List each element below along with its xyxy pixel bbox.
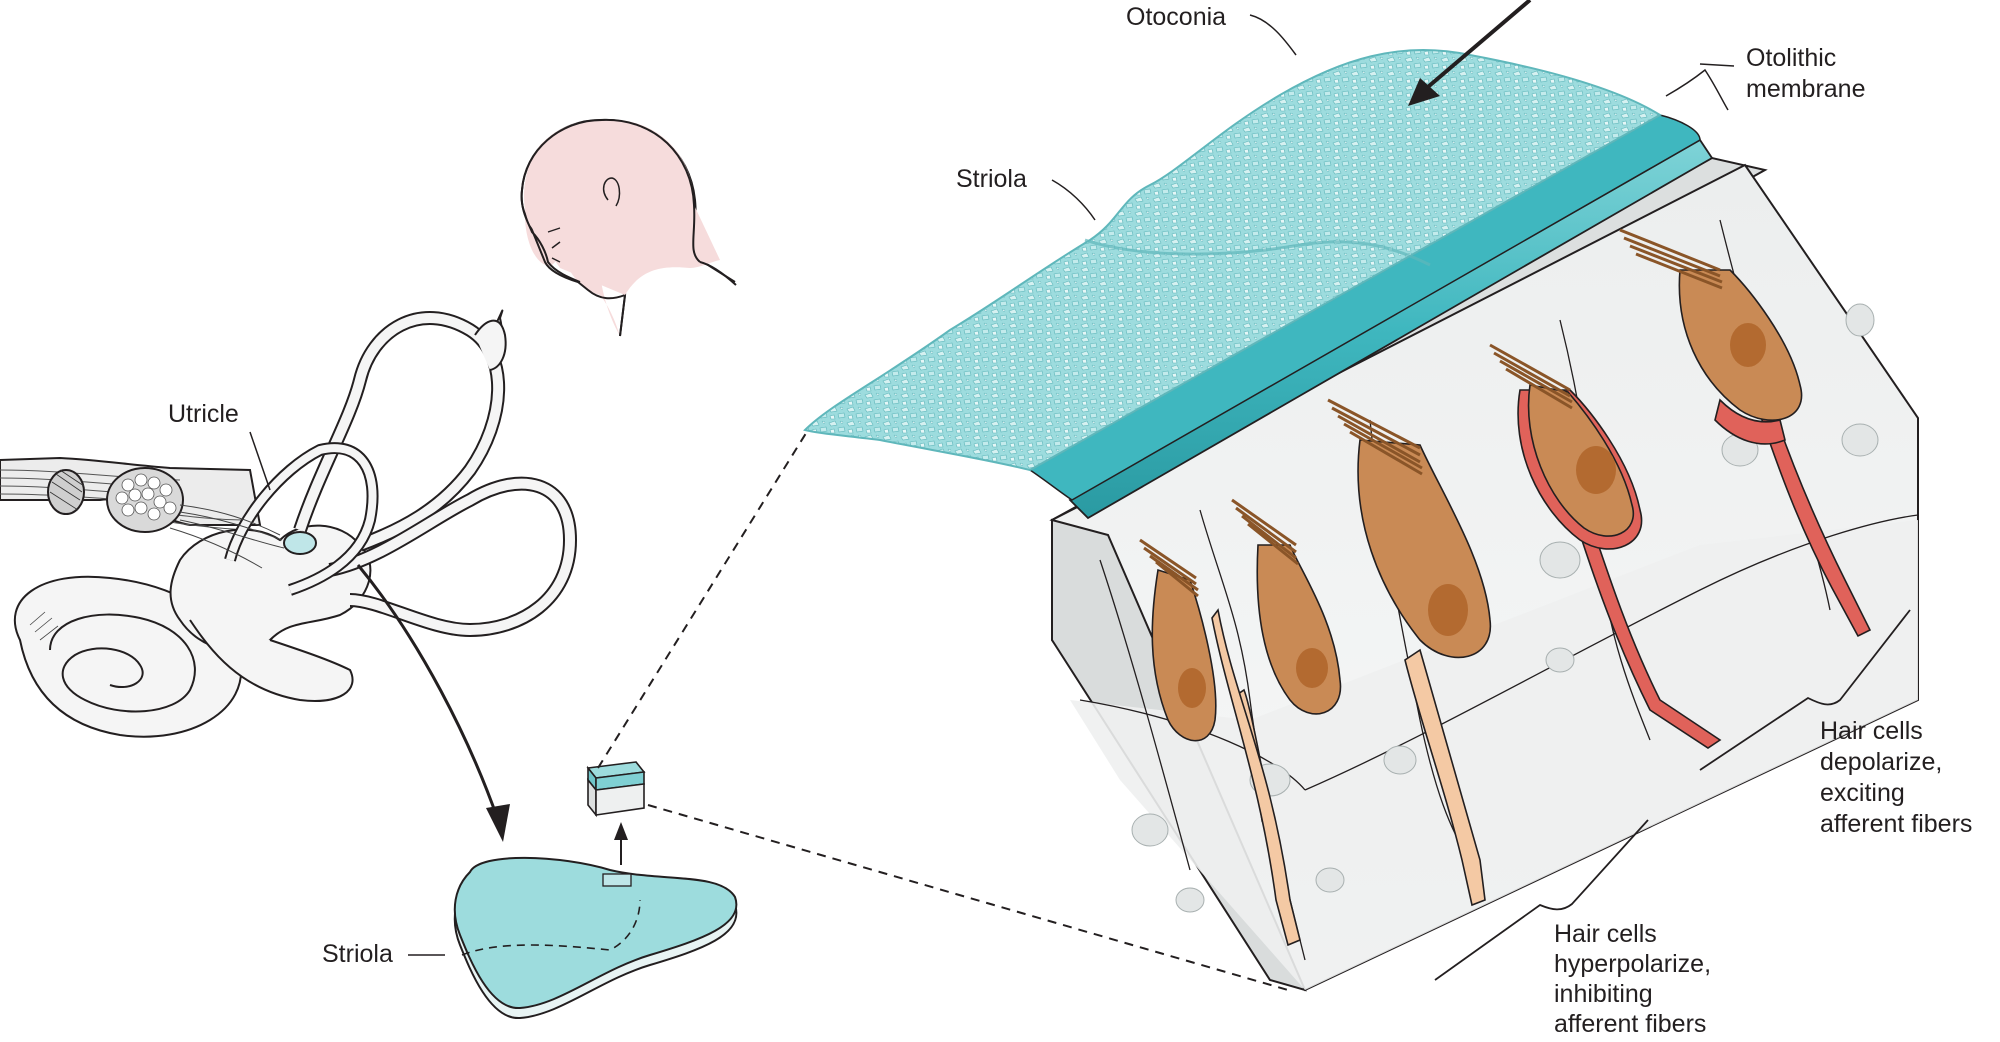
depolarize-label-line1: Hair cells	[1820, 717, 1923, 745]
hyperpolarize-label-line1: Hair cells	[1554, 920, 1657, 948]
otolithic-membrane	[1028, 114, 1714, 520]
depolarize-label-group: Hair cells depolarize, exciting afferent…	[1699, 609, 1972, 838]
acceleration-arrow	[1408, 0, 1532, 106]
otolithic-membrane-label-group: Otolithic membrane	[1665, 44, 1866, 111]
striola-top-label: Striola	[956, 165, 1027, 193]
hair-cell-excited-1	[1489, 343, 1722, 749]
otoconia-label: Otoconia	[1126, 3, 1226, 31]
macula-patch	[453, 856, 738, 1020]
striola-top-label-group: Striola	[956, 165, 1096, 221]
hyperpolarize-label-line3: inhibiting	[1554, 980, 1653, 1008]
hyperpolarize-label-line4: afferent fibers	[1554, 1010, 1706, 1038]
hair-cell-excited-2	[1619, 228, 1872, 638]
striola-bottom-label-group: Striola	[322, 940, 445, 968]
hair-cell-inhibited-3	[1327, 398, 1492, 907]
hyperpolarize-label-line2: hyperpolarize,	[1554, 950, 1711, 978]
hyperpolarize-label-group: Hair cells hyperpolarize, inhibiting aff…	[1434, 819, 1711, 1038]
curved-arrow-to-macula	[356, 564, 510, 842]
up-arrow	[614, 822, 628, 865]
otoconia-label-group: Otoconia	[1126, 3, 1297, 56]
utricle-label: Utricle	[168, 400, 239, 428]
depolarize-label-line3: exciting	[1820, 779, 1905, 807]
hair-cells	[1139, 228, 1872, 947]
tissue-block-icon	[586, 761, 646, 818]
otolithic-membrane-label-line1: Otolithic	[1746, 44, 1836, 72]
depolarize-label-line2: depolarize,	[1820, 748, 1942, 776]
zoom-guide-lines	[597, 429, 1289, 991]
otolithic-membrane-label-line2: membrane	[1746, 75, 1866, 103]
utricle-label-group: Utricle	[168, 400, 271, 491]
inner-ear-illustration	[0, 309, 578, 738]
head-illustration	[520, 118, 737, 337]
otoconia-layer	[803, 49, 1662, 472]
striola-bottom-label: Striola	[322, 940, 393, 968]
depolarize-label-line4: afferent fibers	[1820, 810, 1972, 838]
hair-cell-inhibited-2	[1211, 498, 1342, 947]
